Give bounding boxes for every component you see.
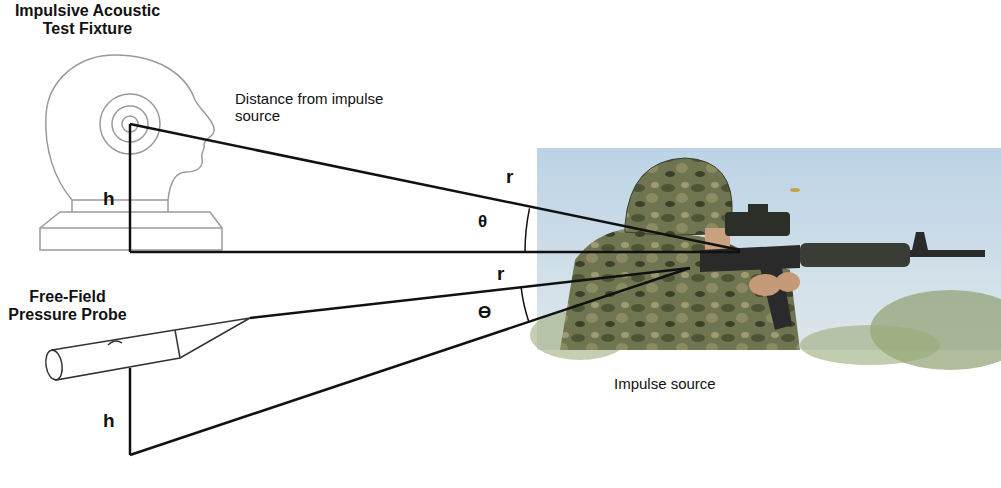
pressure-probe bbox=[44, 318, 250, 381]
height-symbol: h bbox=[103, 410, 115, 432]
fixture-label: Impulsive Acoustic Test Fixture bbox=[0, 2, 175, 39]
height-symbol: h bbox=[103, 188, 115, 210]
soldier-photo bbox=[530, 148, 1001, 370]
geometry-lines bbox=[130, 124, 740, 455]
source-label: Impulse source bbox=[614, 375, 716, 392]
distance-symbol: r bbox=[506, 166, 513, 188]
angle-symbol: ϴ bbox=[478, 303, 491, 323]
distance-symbol: r bbox=[497, 263, 504, 285]
angle-arc bbox=[521, 208, 529, 321]
angle-symbol: θ bbox=[478, 212, 487, 232]
distance-label: Distance from impulse source bbox=[235, 90, 415, 125]
probe-label: Free-Field Pressure Probe bbox=[0, 288, 135, 325]
